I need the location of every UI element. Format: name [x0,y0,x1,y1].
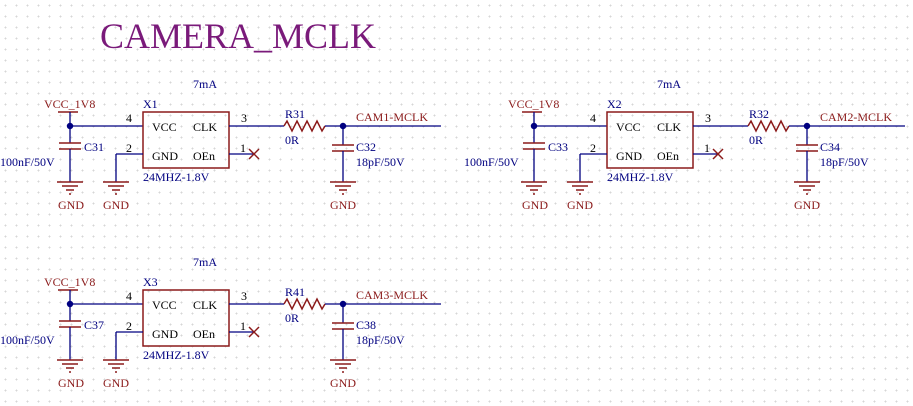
pin-2-number: 2 [590,141,596,155]
power-label: VCC_1V8 [508,97,559,111]
ground-label-2: GND [567,198,593,212]
pin-oen-name: OEn [193,149,215,163]
current-label: 7mA [193,255,217,269]
ground-label-3: GND [794,198,820,212]
current-label: 7mA [193,77,217,91]
osc-value: 24MHZ-1.8V [607,170,674,184]
ground-symbol-2 [103,359,129,373]
pin-1-number: 1 [704,141,710,155]
ground-label-3: GND [330,198,356,212]
cap-out-value: 18pF/50V [820,155,869,169]
cap-in-ref: C31 [84,140,104,154]
no-connect-b [712,148,724,160]
ground-label-3: GND [330,376,356,390]
resistor-ref: R31 [285,107,305,121]
ground-symbol-1 [57,359,83,373]
osc-ref: X2 [607,97,622,111]
pin-3-number: 3 [241,111,247,125]
sheet-title: CAMERA_MCLK [100,16,376,56]
current-label: 7mA [657,77,681,91]
ground-symbol-2 [103,181,129,195]
cap-in-value: 100nF/50V [0,333,55,347]
pin-2-number: 2 [126,319,132,333]
resistor-value: 0R [285,133,299,147]
cap-out-value: 18pF/50V [356,333,405,347]
osc-body [606,111,694,169]
ground-symbol-3 [330,181,356,195]
osc-value: 24MHZ-1.8V [143,348,210,362]
ground-label-2: GND [103,198,129,212]
osc-ref: X1 [143,97,158,111]
osc-body [142,111,230,169]
resistor-value: 0R [285,311,299,325]
cap-in-value: 100nF/50V [0,155,55,169]
resistor-zigzag [283,119,326,133]
cap-out-ref: C34 [820,140,840,154]
resistor-ref: R32 [749,107,769,121]
pin-oen-name: OEn [657,149,679,163]
pin-4-number: 4 [126,289,132,303]
cap-in-ref: C33 [548,140,568,154]
no-connect-b [248,326,260,338]
resistor-value: 0R [749,133,763,147]
pin-gnd-name: GND [152,327,178,341]
pin-gnd-name: GND [616,149,642,163]
pin-vcc-name: VCC [616,120,641,134]
pin-4-number: 4 [590,111,596,125]
osc-ref: X3 [143,275,158,289]
cap-out-value: 18pF/50V [356,155,405,169]
pin-oen-name: OEn [193,327,215,341]
pin-3-number: 3 [241,289,247,303]
net-label-out: CAM1-MCLK [356,110,428,124]
pin-clk-name: CLK [193,298,217,312]
ground-symbol-3 [794,181,820,195]
net-label-out: CAM3-MCLK [356,288,428,302]
net-label-out: CAM2-MCLK [820,110,892,124]
no-connect-b [248,148,260,160]
pin-4-number: 4 [126,111,132,125]
cap-out-ref: C38 [356,318,376,332]
pin-vcc-name: VCC [152,298,177,312]
pin-2-number: 2 [126,141,132,155]
cap-in-value: 100nF/50V [464,155,519,169]
ground-symbol-2 [567,181,593,195]
ground-symbol-3 [330,359,356,373]
pin-1-number: 1 [240,319,246,333]
power-label: VCC_1V8 [44,97,95,111]
ground-label-2: GND [103,376,129,390]
pin-clk-name: CLK [657,120,681,134]
resistor-zigzag [747,119,790,133]
cap-out-ref: C32 [356,140,376,154]
ground-symbol-1 [521,181,547,195]
osc-value: 24MHZ-1.8V [143,170,210,184]
ground-symbol-1 [57,181,83,195]
pin-gnd-name: GND [152,149,178,163]
osc-body [142,289,230,347]
pin-3-number: 3 [705,111,711,125]
resistor-ref: R41 [285,285,305,299]
ground-label-1: GND [58,198,84,212]
resistor-zigzag [283,297,326,311]
power-label: VCC_1V8 [44,275,95,289]
ground-label-1: GND [522,198,548,212]
pin-clk-name: CLK [193,120,217,134]
pin-vcc-name: VCC [152,120,177,134]
ground-label-1: GND [58,376,84,390]
cap-in-ref: C37 [84,318,104,332]
pin-1-number: 1 [240,141,246,155]
